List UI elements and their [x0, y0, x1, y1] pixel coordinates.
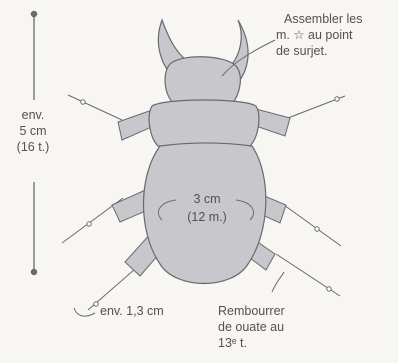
- stuffing-note-line-2: de ouate au: [218, 320, 284, 334]
- stuffing-note-line-1: Rembourrer: [218, 304, 285, 318]
- width-label-line-2: (12 m.): [180, 210, 234, 224]
- leg-length-label: env. 1,3 cm: [100, 304, 164, 318]
- width-label-line-1: 3 cm: [180, 192, 234, 206]
- height-label-line-3: (16 t.): [10, 140, 56, 154]
- assembly-note-line-1: Assembler les: [284, 12, 363, 26]
- assembly-note-line-2: m. ☆ au point: [276, 28, 353, 42]
- assembly-note-line-3: de surjet.: [276, 44, 327, 58]
- height-label-line-2: 5 cm: [10, 124, 56, 138]
- height-label-line-1: env.: [10, 108, 56, 122]
- stuffing-note-line-3: 13ᵉ t.: [218, 336, 247, 350]
